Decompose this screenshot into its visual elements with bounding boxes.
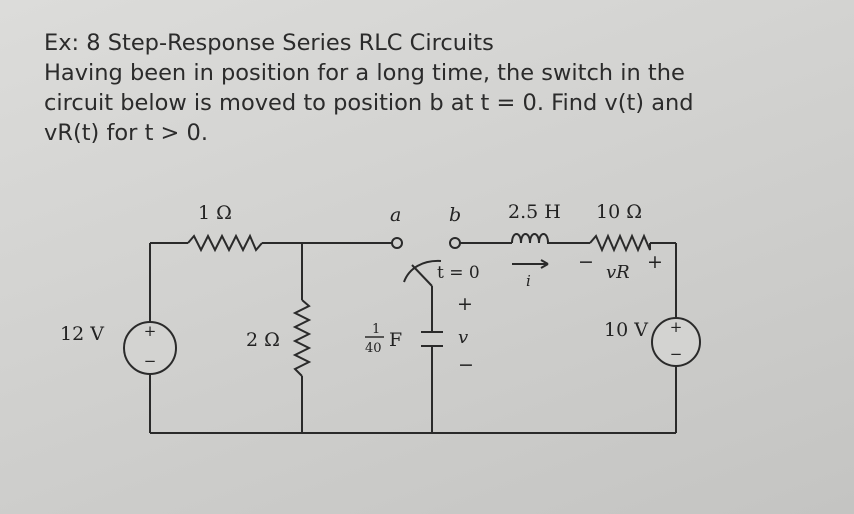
problem-line-2: circuit below is moved to position b at …: [44, 90, 694, 116]
inductor-coil: [511, 233, 550, 244]
problem-line-3: vR(t) for t > 0.: [44, 120, 209, 146]
label-12v: 12 V: [60, 323, 104, 345]
source-12v-minus: −: [144, 352, 157, 370]
resistor-2-ohm: [292, 299, 312, 377]
label-v: v: [458, 327, 468, 348]
label-v-plus: +: [457, 293, 473, 315]
label-vr-plus: +: [647, 251, 663, 273]
source-10v-minus: −: [670, 345, 683, 363]
problem-title: Ex: 8 Step-Response Series RLC Circuits: [44, 30, 494, 56]
label-inductor: 2.5 H: [508, 201, 561, 223]
label-current: i: [526, 272, 531, 290]
label-r3: 10 Ω: [596, 201, 642, 223]
resistor-1-ohm: [187, 233, 263, 253]
capacitor-plates: [421, 331, 443, 347]
terminal-b: [449, 237, 461, 249]
problem-statement: Ex: 8 Step-Response Series RLC Circuits …: [44, 28, 834, 148]
label-r2: 2 Ω: [246, 329, 280, 351]
source-10v-plus: +: [670, 318, 683, 336]
label-cap-den: 40: [365, 341, 382, 356]
label-10v: 10 V: [604, 319, 648, 341]
label-r1: 1 Ω: [198, 202, 232, 224]
problem-line-1: Having been in position for a long time,…: [44, 60, 685, 86]
switch-arc: [403, 259, 442, 283]
terminal-a: [391, 237, 403, 249]
label-node-a: a: [390, 204, 401, 226]
source-12v-plus: +: [144, 322, 157, 340]
label-node-b: b: [449, 204, 461, 226]
voltage-source-10v: [651, 317, 701, 367]
label-v-minus: −: [458, 354, 474, 376]
label-cap-unit: F: [389, 329, 402, 351]
current-arrowhead: [540, 259, 549, 269]
label-vr: vR: [606, 262, 630, 283]
resistor-10-ohm: [589, 233, 651, 253]
label-cap-num: 1: [372, 322, 380, 337]
label-vr-minus: −: [578, 251, 594, 273]
voltage-source-12v: [123, 321, 177, 375]
label-switch-time: t = 0: [437, 263, 480, 283]
